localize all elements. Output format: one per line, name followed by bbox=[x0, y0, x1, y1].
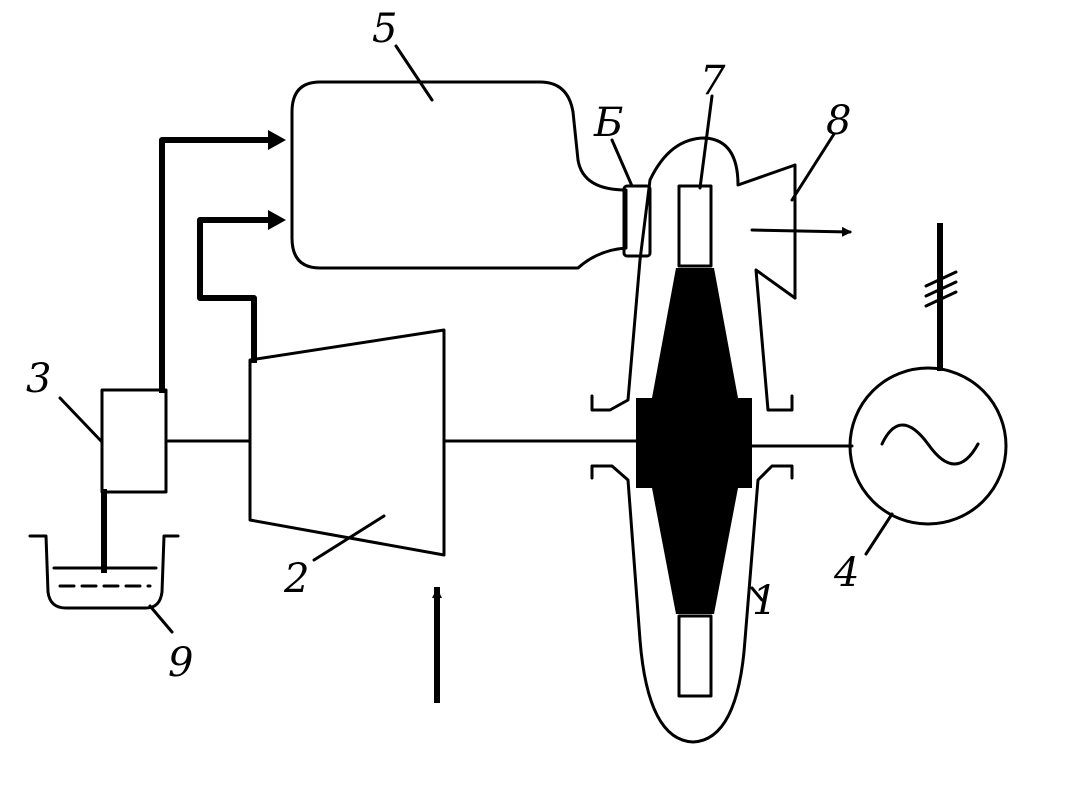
label-3: 3 bbox=[26, 356, 51, 402]
label-8: 8 bbox=[826, 98, 851, 144]
pipe-arrow-lower bbox=[268, 210, 286, 230]
turbine-casing-lower bbox=[590, 464, 794, 744]
label-6: Б bbox=[593, 100, 623, 146]
compressor-to-vessel-pipe bbox=[197, 217, 273, 363]
pump-to-vessel-pipe bbox=[159, 137, 273, 393]
leader-7 bbox=[698, 94, 714, 190]
leader-8 bbox=[790, 132, 836, 202]
label-7: 7 bbox=[700, 58, 726, 104]
pipe-arrow-upper bbox=[268, 130, 286, 150]
exhaust-arrow bbox=[750, 226, 852, 237]
label-9: 9 bbox=[168, 640, 193, 686]
nozzle-6 bbox=[622, 184, 652, 258]
leader-3 bbox=[58, 396, 104, 444]
label-5: 5 bbox=[372, 6, 397, 52]
leader-1 bbox=[750, 586, 764, 602]
rotor-slot-bottom bbox=[677, 614, 713, 698]
leader-6 bbox=[610, 138, 634, 188]
generator-4 bbox=[848, 366, 1008, 526]
leader-2 bbox=[312, 514, 386, 562]
pump-3 bbox=[100, 388, 168, 494]
phase-tick-1 bbox=[924, 270, 958, 288]
label-4: 4 bbox=[833, 550, 859, 596]
generator-sine-icon bbox=[880, 423, 980, 466]
label-1: 1 bbox=[752, 578, 777, 624]
leader-5 bbox=[394, 44, 434, 102]
rotor-slot-top bbox=[677, 184, 713, 268]
vessel-5 bbox=[290, 80, 628, 270]
phase-tick-2 bbox=[924, 280, 958, 298]
rotor-disc bbox=[636, 268, 752, 614]
tank-9 bbox=[28, 534, 180, 610]
phase-tick-3 bbox=[924, 290, 958, 308]
compressor-2 bbox=[248, 328, 446, 557]
leader-4 bbox=[864, 512, 894, 556]
label-2: 2 bbox=[283, 556, 309, 602]
leader-9 bbox=[148, 604, 174, 634]
